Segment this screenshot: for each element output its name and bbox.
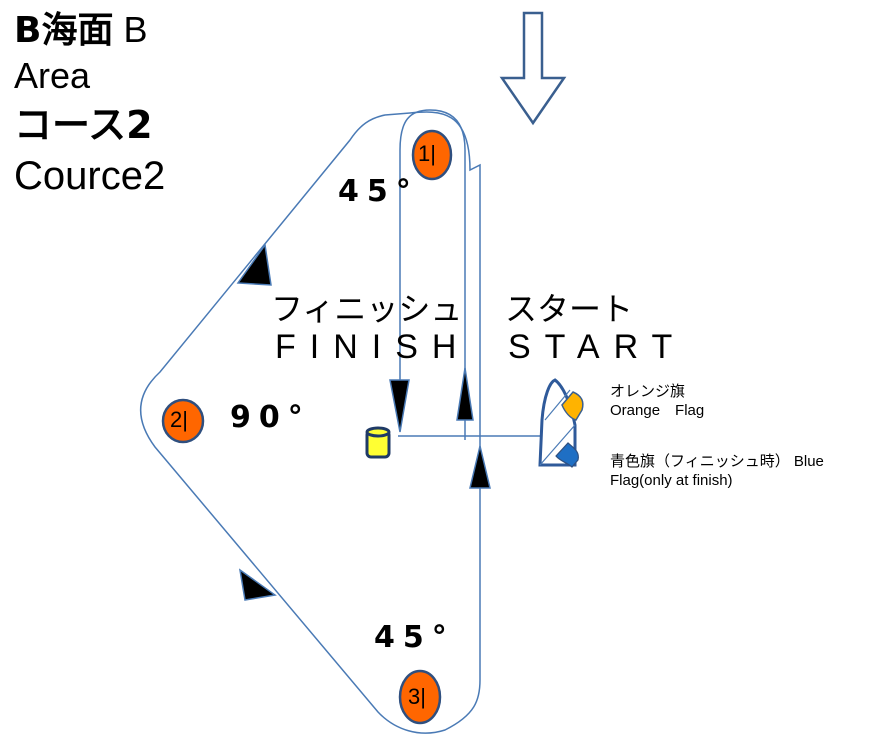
orange-flag-jp: オレンジ旗 [610,383,686,400]
start-label-jp: スタート [505,290,634,328]
area-jp: 海面 [41,10,114,51]
blue-flag-line1: 青色旗（フィニッシュ時） Blue [610,453,824,470]
direction-arrow-icon [389,379,410,433]
direction-arrow-icon [238,568,277,601]
course-line-outer [139,111,481,734]
mark-3-buoy [398,669,442,725]
boat-diagonal [544,389,571,421]
wind-arrow-icon [499,11,567,126]
area-title: B海面 B [14,12,147,49]
mark-1-label: 1| [418,141,436,166]
course-jp: コース2 [14,103,153,147]
direction-arrow-icon [456,367,474,421]
mark-1-buoy [411,129,453,181]
mark-2-angle: 90° [230,400,311,435]
orange-flag-icon [561,391,584,421]
finish-label-en: FINISH [275,328,471,366]
course-en: Cource2 [14,154,166,198]
finish-buoy-icon [365,426,391,459]
orange-flag-en: Orange Flag [610,401,705,419]
direction-arrow-icon [469,445,491,489]
boat-diagonal [539,424,576,466]
blue-flag-line2: Flag(only at finish) [610,471,733,489]
blue-flag-legend: 青色旗（フィニッシュ時） Blue Flag(only at finish) [610,453,824,491]
direction-arrow-icon [236,243,272,286]
mark-2-label: 2| [170,407,188,432]
mark-1-angle: 45° [338,174,419,209]
course-line-inner [399,109,466,440]
mark-3-angle: 45° [374,620,455,655]
start-label-en: START [508,328,687,366]
blue-flag-icon [555,442,579,468]
area-suffix: B [113,9,148,50]
mark-2-buoy [161,398,205,444]
finish-label-jp: フィニッシュ [271,290,463,328]
orange-flag-legend: オレンジ旗 Orange Flag [610,383,704,421]
area-prefix: B [14,10,42,51]
mark-3-label: 3| [408,684,426,709]
area-en: Area [14,55,91,96]
